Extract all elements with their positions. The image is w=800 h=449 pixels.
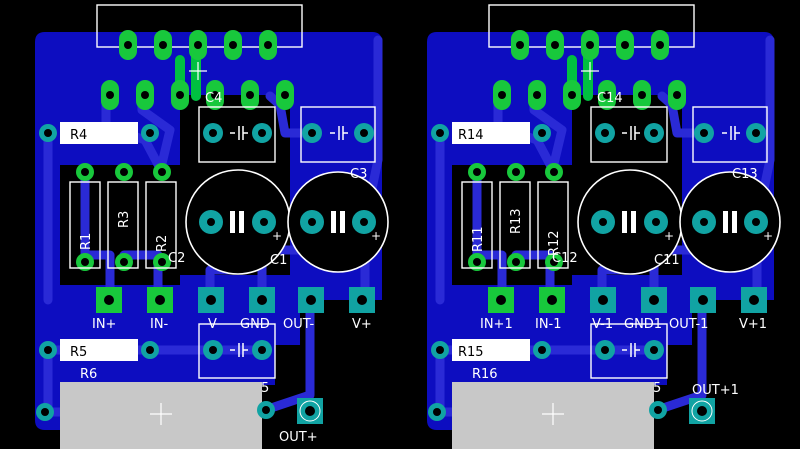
svg-text:+: +: [371, 229, 381, 243]
label-in-plus: IN+: [92, 317, 116, 332]
svg-text:+: +: [664, 229, 674, 243]
label-c11: C11: [654, 253, 680, 268]
label-in-minus-1: IN-1: [535, 317, 562, 332]
resistor-r5: R5 R6: [39, 339, 159, 382]
label-lower: 5: [653, 381, 661, 396]
label-r12: R12: [547, 230, 562, 256]
label-r3: R3: [117, 211, 132, 228]
svg-text:R5: R5: [70, 345, 87, 360]
resistor-r14: R14: [431, 122, 551, 144]
heatsink-right: 5: [428, 381, 667, 449]
label-c12: C12: [552, 251, 578, 266]
electrolytic-caps-right: + + C13 C11 C12: [552, 167, 781, 275]
label-c13: C13: [732, 167, 758, 182]
label-c2: C2: [168, 251, 185, 266]
resistor-r4: R4: [39, 122, 159, 144]
svg-text:R4: R4: [70, 128, 87, 143]
label-r11: R11: [471, 226, 486, 252]
resistors-vertical-left: R1 R3 R2: [69, 163, 177, 271]
label-r1: R1: [79, 233, 94, 250]
svg-text:R14: R14: [458, 128, 484, 143]
ic-pins-right: [493, 30, 686, 110]
label-r16: R16: [472, 367, 498, 382]
label-out-plus: OUT+: [279, 430, 318, 445]
small-caps-left: [198, 106, 376, 163]
label-out-minus: OUT-: [283, 317, 314, 332]
label-c3: C3: [350, 167, 367, 182]
label-v-plus: V+: [352, 317, 372, 332]
svg-text:+: +: [272, 229, 282, 243]
label-in-minus: IN-: [150, 317, 169, 332]
ic-pins-left: [101, 30, 294, 110]
out-plus-pad: OUT+: [279, 398, 323, 445]
lower-cap-left: [198, 323, 276, 379]
label-in-plus-1: IN+1: [480, 317, 513, 332]
connector-pads-left: IN+ IN- V GND OUT- V+: [92, 287, 375, 332]
connector-pads-right: IN+1 IN-1 V-1 GND1 OUT-1 V+1: [480, 287, 767, 332]
heatsink-left: 5: [36, 381, 275, 449]
electrolytic-caps-left: + + C3 C1 C2: [168, 167, 389, 275]
label-v-plus-1: V+1: [739, 317, 767, 332]
board-right: C14 R14 R11 R13 R12: [427, 4, 781, 449]
label-ic: C14: [597, 91, 623, 106]
small-caps-right: [590, 106, 768, 163]
resistor-r15: R15 R16: [431, 339, 551, 382]
svg-text:+: +: [763, 229, 773, 243]
label-ic: C4: [205, 91, 222, 106]
label-out-plus-1: OUT+1: [692, 383, 739, 398]
out-plus-1-pad: OUT+1: [689, 383, 739, 424]
resistors-vertical-right: R11 R13 R12: [461, 163, 569, 271]
label-r13: R13: [509, 208, 524, 234]
board-left: C4 R4 R1 R3 R2: [35, 4, 389, 449]
lower-cap-right: [590, 323, 668, 379]
label-r6: R6: [80, 367, 97, 382]
label-out-minus-1: OUT-1: [669, 317, 708, 332]
label-lower: 5: [261, 381, 269, 396]
label-r2: R2: [155, 235, 170, 252]
svg-text:R15: R15: [458, 345, 484, 360]
label-c1: C1: [270, 253, 287, 268]
